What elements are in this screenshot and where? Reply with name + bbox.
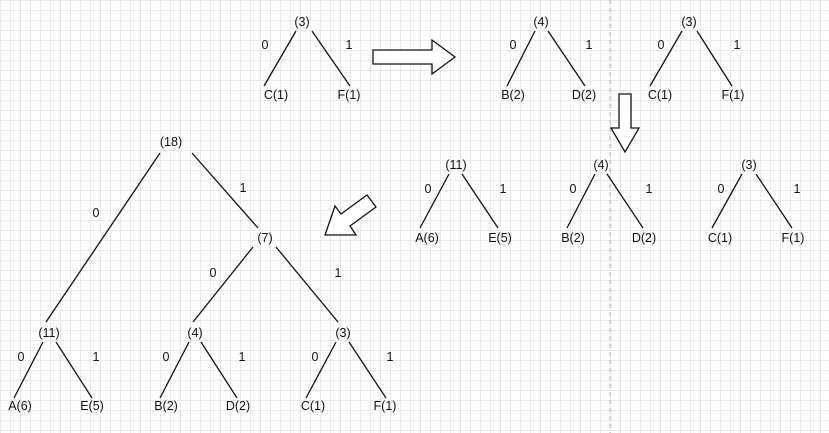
node-inner: (7) bbox=[257, 231, 272, 245]
tree-step3-b: (4) 0 1 B(2) D(2) bbox=[561, 158, 656, 245]
leaf-a: A(6) bbox=[8, 399, 32, 413]
tree-step3-c: (3) 0 1 C(1) F(1) bbox=[708, 158, 805, 245]
edge-sub4-left bbox=[159, 341, 190, 399]
edge-left bbox=[506, 30, 536, 87]
edge-left bbox=[263, 30, 297, 87]
node-root: (11) bbox=[445, 158, 466, 172]
leaf-left: B(2) bbox=[561, 231, 585, 245]
edge-label-1: 1 bbox=[794, 182, 801, 196]
edge-inner-right bbox=[275, 246, 339, 323]
edge-label-sub3-1: 1 bbox=[387, 350, 394, 364]
final-tree: (18) 0 1 (7) 0 1 (11) 0 1 A(6) E(5) (4) … bbox=[8, 135, 396, 413]
tree-step3-a: (11) 0 1 A(6) E(5) bbox=[415, 158, 512, 245]
right-arrow bbox=[372, 38, 457, 76]
edge-root-right bbox=[191, 152, 259, 229]
edge-sub3-right bbox=[348, 341, 387, 399]
edge-right bbox=[311, 30, 351, 87]
edge-left bbox=[711, 173, 743, 229]
down-left-arrow bbox=[324, 194, 377, 236]
leaf-right: F(1) bbox=[338, 88, 361, 102]
leaf-right: D(2) bbox=[572, 88, 596, 102]
leaf-e: E(5) bbox=[80, 399, 104, 413]
leaf-c: C(1) bbox=[301, 399, 325, 413]
leaf-left: B(2) bbox=[501, 88, 525, 102]
leaf-b: B(2) bbox=[154, 399, 178, 413]
edge-left bbox=[649, 30, 683, 87]
leaf-d: D(2) bbox=[226, 399, 250, 413]
leaf-right: E(5) bbox=[488, 231, 512, 245]
tree-step2-b: (3) 0 1 C(1) F(1) bbox=[648, 15, 745, 102]
node-root: (3) bbox=[294, 15, 309, 29]
edge-label-root-1: 1 bbox=[240, 181, 247, 195]
edge-label-sub11-1: 1 bbox=[93, 350, 100, 364]
edge-label-sub4-0: 0 bbox=[163, 350, 170, 364]
edge-label-0: 0 bbox=[425, 182, 432, 196]
edge-label-sub4-1: 1 bbox=[239, 350, 246, 364]
edge-right bbox=[606, 173, 644, 229]
node-sub11: (11) bbox=[38, 326, 59, 340]
node-root: (3) bbox=[741, 158, 756, 172]
edge-label-1: 1 bbox=[346, 38, 353, 52]
edge-label-0: 0 bbox=[510, 38, 517, 52]
node-root: (18) bbox=[160, 135, 182, 149]
leaf-left: C(1) bbox=[264, 88, 288, 102]
leaf-f: F(1) bbox=[374, 399, 397, 413]
edge-label-inner-1: 1 bbox=[335, 266, 342, 280]
edge-sub3-left bbox=[305, 341, 337, 399]
leaf-left: C(1) bbox=[708, 231, 732, 245]
edge-label-0: 0 bbox=[658, 38, 665, 52]
edge-sub11-right bbox=[55, 341, 93, 399]
leaf-right: F(1) bbox=[722, 88, 745, 102]
edge-right bbox=[547, 30, 586, 87]
edge-label-sub3-0: 0 bbox=[312, 350, 319, 364]
leaf-right: D(2) bbox=[632, 231, 656, 245]
leaf-left: C(1) bbox=[648, 88, 672, 102]
node-root: (4) bbox=[533, 15, 548, 29]
node-sub4: (4) bbox=[187, 326, 202, 340]
edge-root-left bbox=[45, 152, 161, 323]
edge-label-0: 0 bbox=[262, 38, 269, 52]
tree-step2-a: (4) 0 1 B(2) D(2) bbox=[501, 15, 596, 102]
edge-label-0: 0 bbox=[570, 182, 577, 196]
edge-right bbox=[696, 30, 733, 87]
edge-label-0: 0 bbox=[718, 182, 725, 196]
node-root: (3) bbox=[681, 15, 696, 29]
leaf-left: A(6) bbox=[415, 231, 439, 245]
edge-sub11-left bbox=[13, 341, 44, 399]
edge-label-1: 1 bbox=[734, 38, 741, 52]
edge-inner-left bbox=[192, 246, 254, 323]
edge-label-1: 1 bbox=[500, 182, 507, 196]
tree-step1: (3) 0 1 C(1) F(1) bbox=[262, 15, 361, 102]
leaf-right: F(1) bbox=[782, 231, 805, 245]
edge-label-inner-0: 0 bbox=[210, 266, 217, 280]
edge-label-root-0: 0 bbox=[93, 206, 100, 220]
down-arrow bbox=[609, 93, 641, 154]
edge-sub4-right bbox=[200, 341, 238, 399]
edge-label-sub11-0: 0 bbox=[18, 350, 25, 364]
edge-label-1: 1 bbox=[646, 182, 653, 196]
node-root: (4) bbox=[593, 158, 608, 172]
edge-right bbox=[461, 173, 499, 229]
node-sub3: (3) bbox=[335, 326, 350, 340]
edge-left bbox=[566, 173, 596, 229]
edge-label-1: 1 bbox=[586, 38, 593, 52]
edge-left bbox=[419, 173, 450, 229]
edge-right bbox=[755, 173, 793, 229]
